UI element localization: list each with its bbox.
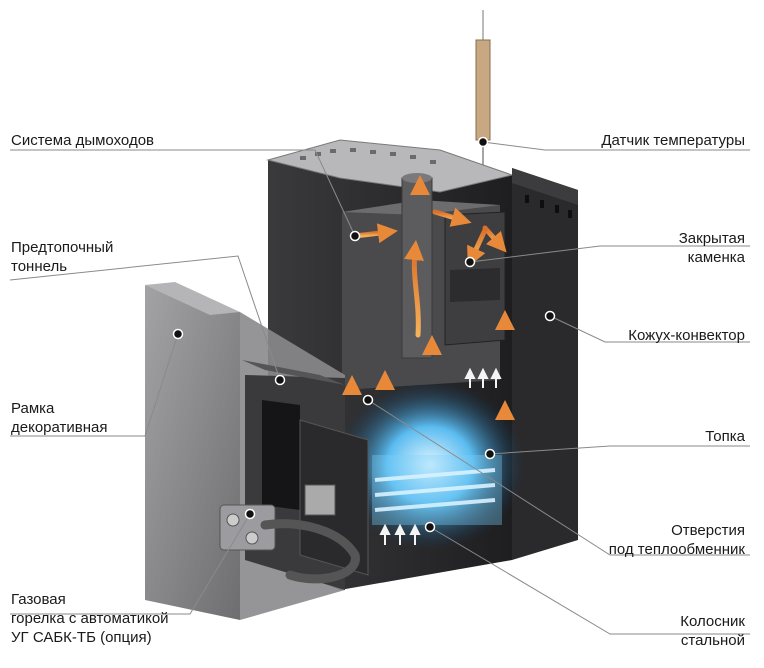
label-closed-heater: Закрытая каменка [678,230,745,266]
gas-burner [219,484,360,584]
cold-air-arrows [379,367,502,545]
hot-gas-arrows [342,175,515,448]
label-chimney-system: Система дымоходов [11,132,155,149]
label-heat-exchanger-holes: Отверстия под теплообменник [608,522,745,558]
label-pre-furnace-tunnel: Предтопочный тоннель [11,239,114,275]
convector-casing-panel [512,168,578,560]
label-temperature-sensor: Датчик температуры [601,132,745,149]
label-firebox: Топка [705,428,745,445]
label-gas-burner: Газовая горелка с автоматикой УГ САБК-ТБ… [11,591,169,646]
leader-lines [9,141,750,635]
callout-dots [172,136,556,533]
label-convector-casing: Кожух-конвектор [628,327,745,344]
steel-grate [374,468,496,512]
label-decorative-frame: Рамка декоративная [11,400,108,436]
label-steel-grate: Колосник стальной [680,613,745,649]
